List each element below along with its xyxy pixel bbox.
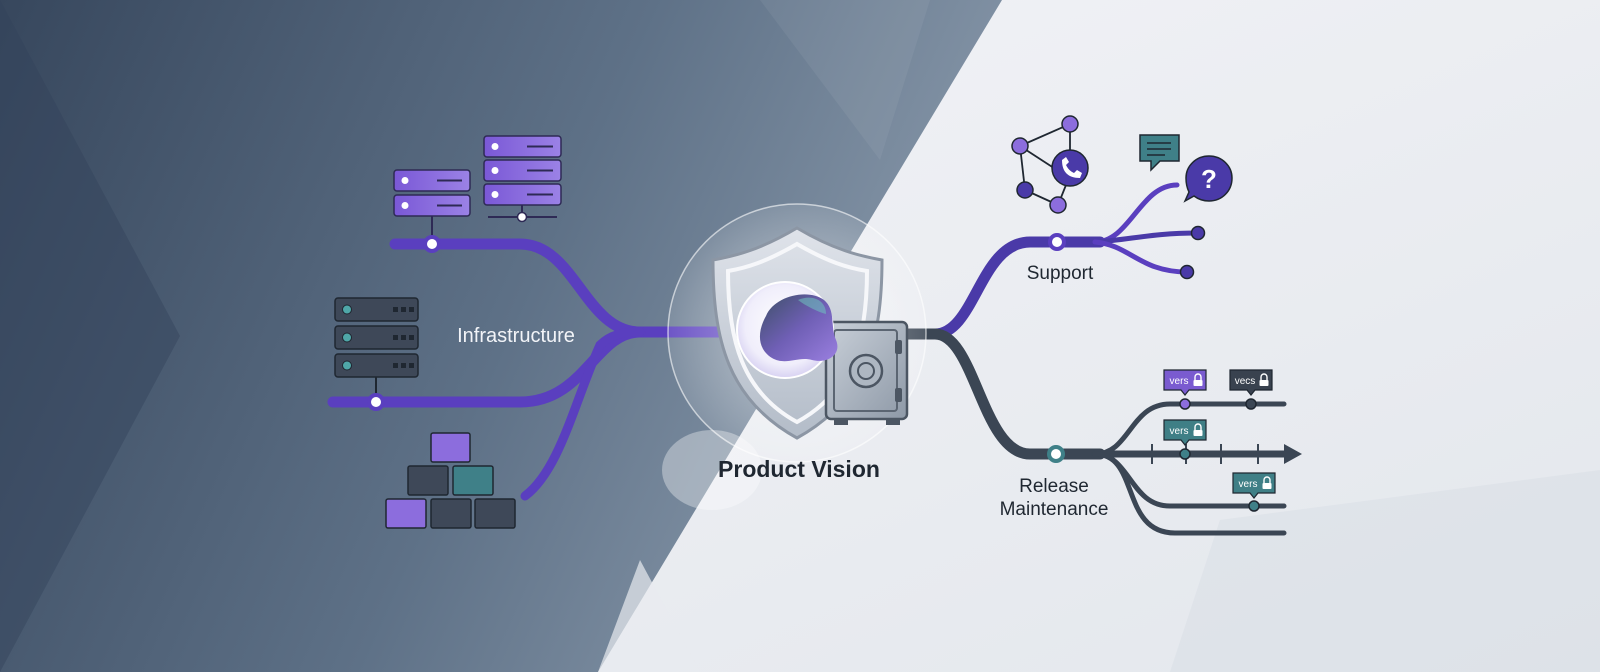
bg-facet (1170, 470, 1600, 672)
bg-facet (0, 0, 180, 672)
timeline-node (1179, 448, 1191, 460)
timeline-ticks (1151, 444, 1259, 464)
infra-mid-node (367, 393, 385, 411)
lock-icon (1193, 423, 1203, 436)
branch-lines (327, 182, 1291, 536)
release-track-4 (1092, 451, 1287, 536)
timeline-node (1245, 398, 1257, 410)
blob-highlight (798, 297, 826, 314)
support-end-node (1179, 264, 1195, 280)
server-rack-icon (334, 297, 419, 402)
infrastructure-label: Infrastructure (457, 325, 575, 347)
support-sub-3 (1092, 239, 1190, 275)
support-end-node (1190, 225, 1206, 241)
release-branch (894, 328, 1106, 460)
release-label-line1: Release (1019, 476, 1089, 497)
timeline-arrowhead-icon (1284, 444, 1302, 464)
lock-icon (1262, 476, 1272, 489)
support-node (1048, 233, 1066, 251)
version-tag-text: vecs (1235, 376, 1256, 387)
version-tag-text: vers (1239, 479, 1258, 490)
dark-background (0, 0, 1002, 672)
server-rack-icon (483, 135, 562, 223)
infra-top-node (423, 235, 441, 253)
lock-icon (1193, 373, 1203, 386)
version-tag-text: vers (1170, 426, 1189, 437)
svg-text:?: ? (1201, 164, 1217, 194)
server-rack-icon (393, 169, 471, 244)
safe-vault-icon (824, 320, 909, 425)
question-bubble-icon: ? (1183, 155, 1233, 203)
bg-facet (760, 0, 930, 160)
support-sub-2 (1092, 230, 1201, 245)
release-node (1047, 445, 1065, 463)
center-glow (662, 430, 762, 510)
version-tag: vers (1163, 419, 1207, 446)
timeline-node (1179, 398, 1191, 410)
bg-facet (598, 560, 700, 672)
version-tag: vers (1232, 472, 1276, 499)
phone-icon (1051, 149, 1089, 187)
release-label-line2: Maintenance (1000, 499, 1109, 520)
support-label: Support (1027, 263, 1094, 284)
version-tag-text: vers (1170, 376, 1189, 387)
version-tag: vers (1163, 369, 1207, 396)
timeline-node (1248, 500, 1260, 512)
blocks-icon (385, 432, 516, 529)
infra-branch-bottom (520, 327, 645, 501)
version-tags: vers vecs vers vers (1163, 369, 1276, 499)
center-label: Product Vision (718, 456, 880, 482)
lock-icon (1259, 373, 1269, 386)
chat-bubble-icon (1139, 134, 1180, 172)
version-tag: vecs (1229, 369, 1273, 396)
